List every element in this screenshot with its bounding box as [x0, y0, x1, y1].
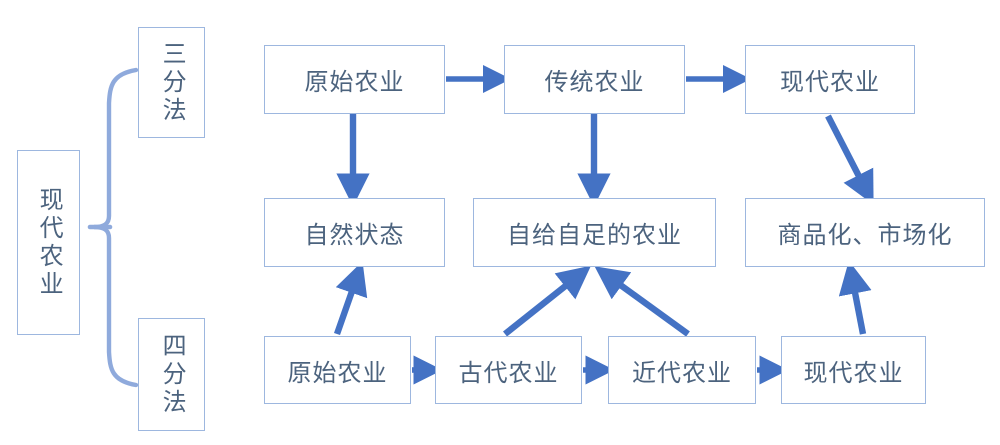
brace-connector — [87, 67, 139, 388]
attribute-box-commercialization-marketization[interactable]: 商品化、市场化 — [745, 198, 985, 267]
stage-box-primitive-agriculture-bottom[interactable]: 原始农业 — [264, 336, 411, 404]
arrow-xiandai2-to-shangpinhua — [838, 260, 872, 335]
branch-box-four-way[interactable]: 四分法 — [138, 318, 205, 431]
arrow-jindai-to-zigei — [594, 266, 690, 337]
stage-box-ancient-agriculture[interactable]: 古代农业 — [435, 336, 582, 404]
stage-box-modern-agriculture-bottom[interactable]: 现代农业 — [781, 336, 926, 404]
arrow-xiandai-to-shangpinhua — [825, 114, 874, 205]
attribute-box-natural-state[interactable]: 自然状态 — [264, 198, 445, 267]
arrow-yuanshi2-to-ziran — [333, 261, 368, 336]
stage-box-primitive-agriculture-top[interactable]: 原始农业 — [264, 45, 445, 114]
stage-box-modern-agriculture-top[interactable]: 现代农业 — [745, 45, 915, 114]
stage-box-early-modern-agriculture[interactable]: 近代农业 — [608, 336, 756, 404]
branch-box-three-way[interactable]: 三分法 — [138, 27, 205, 138]
root-box-modern-agriculture[interactable]: 现代农业 — [17, 150, 80, 335]
arrow-gudai-to-zigei — [503, 265, 592, 337]
attribute-box-self-sufficient-agriculture[interactable]: 自给自足的农业 — [473, 198, 716, 267]
stage-box-traditional-agriculture[interactable]: 传统农业 — [504, 45, 685, 114]
